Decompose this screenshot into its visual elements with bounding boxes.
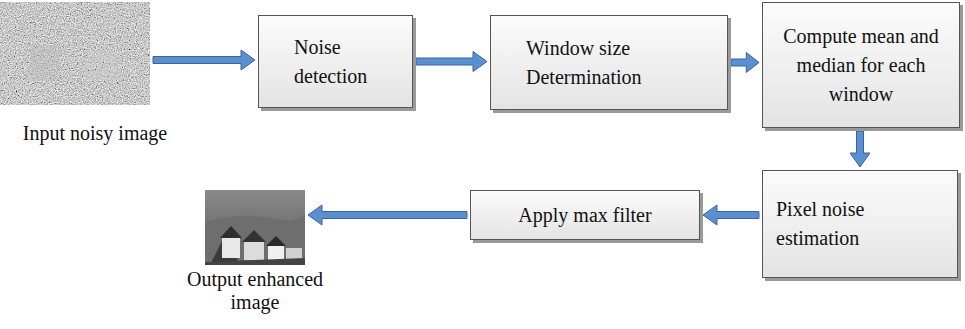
- image-caption: Input noisy image: [20, 122, 170, 145]
- flow-arrow: [731, 53, 759, 73]
- flow-arrow: [153, 50, 255, 70]
- process-box: Noise detection: [258, 15, 413, 108]
- noisy-photo: [0, 2, 150, 105]
- image-node: Input noisy image: [0, 2, 150, 105]
- flow-arrow: [703, 205, 759, 225]
- process-box: Window size Determination: [490, 15, 728, 110]
- process-box: Compute mean and median for each window: [762, 2, 960, 128]
- box-label: Noise detection: [294, 33, 404, 91]
- flow-arrow: [308, 205, 467, 225]
- enhanced-photo: [205, 190, 305, 265]
- image-node: Output enhanced image: [205, 190, 305, 265]
- box-label: Pixel noise estimation: [776, 195, 949, 253]
- box-label: Compute mean and median for each window: [771, 22, 951, 109]
- image-caption: Output enhanced image: [180, 268, 330, 314]
- box-label: Apply max filter: [479, 201, 691, 230]
- process-box: Apply max filter: [470, 190, 700, 240]
- process-box: Pixel noise estimation: [762, 170, 958, 278]
- flow-arrow: [850, 131, 870, 167]
- flow-arrow: [416, 52, 487, 72]
- box-label: Window size Determination: [526, 34, 719, 92]
